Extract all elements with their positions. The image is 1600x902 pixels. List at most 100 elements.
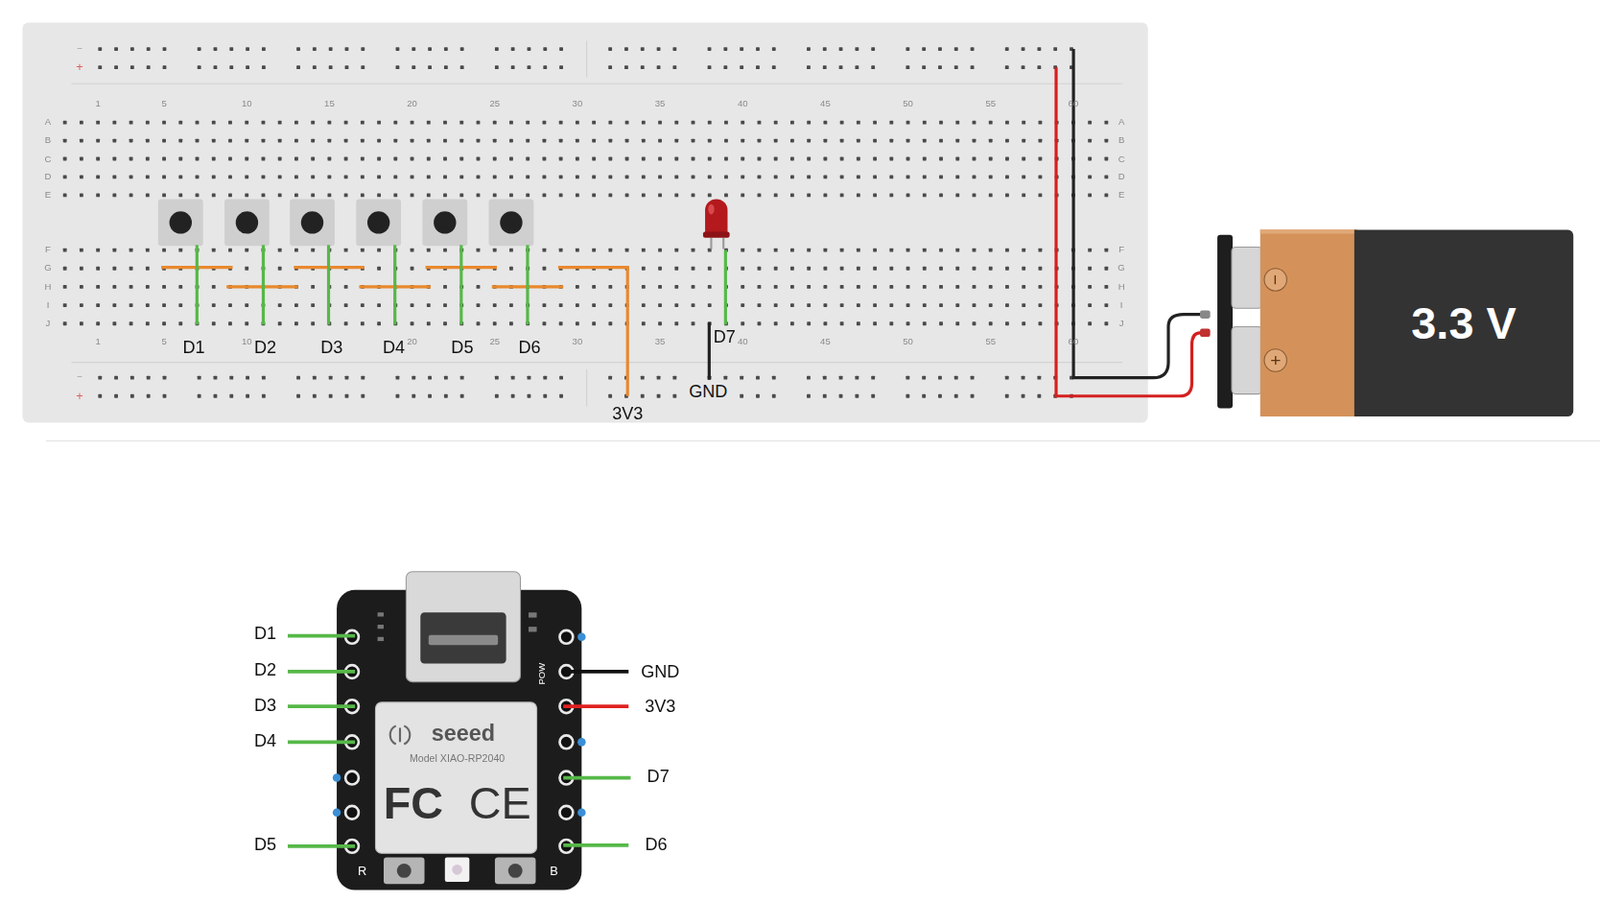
breadboard-hole: [95, 321, 100, 326]
breadboard-hole: [97, 394, 102, 399]
breadboard-hole: [774, 192, 778, 197]
breadboard-hole: [63, 120, 68, 125]
breadboard-hole: [426, 303, 431, 307]
rect-shape: [1231, 246, 1263, 308]
row-letter: A: [1118, 117, 1125, 128]
breadboard-hole: [691, 157, 696, 162]
breadboard-hole: [345, 65, 350, 70]
column-number: 20: [406, 337, 418, 348]
breadboard-hole: [426, 139, 431, 143]
breadboard-hole: [112, 266, 117, 271]
breadboard-hole: [95, 120, 100, 125]
breadboard-hole: [1005, 175, 1010, 180]
breadboard-hole: [1036, 47, 1041, 51]
breadboard-hole: [872, 139, 877, 143]
breadboard-hole: [476, 139, 481, 143]
breadboard-hole: [130, 376, 135, 380]
breadboard-hole: [542, 303, 547, 307]
breadboard-hole: [1005, 139, 1010, 143]
path-shape: [403, 725, 410, 744]
breadboard-hole: [658, 175, 662, 180]
breadboard-hole: [278, 157, 283, 162]
breadboard-hole: [294, 248, 299, 253]
breadboard-hole: [525, 139, 530, 143]
breadboard-hole: [195, 192, 200, 197]
breadboard-hole: [1038, 303, 1043, 307]
breadboard-hole: [245, 65, 250, 70]
breadboard-hole: [840, 284, 845, 289]
breadboard-hole: [145, 192, 150, 197]
breadboard-hole: [1038, 175, 1043, 180]
breadboard-hole: [823, 120, 827, 125]
breadboard-hole: [542, 120, 547, 125]
row-letter: J: [1119, 318, 1125, 329]
breadboard-hole: [806, 192, 811, 197]
circle-shape: [345, 771, 359, 785]
breadboard-hole: [360, 303, 365, 307]
breadboard-hole: [245, 376, 250, 380]
breadboard-hole: [672, 47, 677, 51]
breadboard-hole: [988, 248, 993, 253]
breadboard-hole: [509, 192, 514, 197]
breadboard-hole: [559, 47, 564, 51]
breadboard-hole: [658, 248, 662, 253]
breadboard-hole: [1021, 157, 1026, 162]
rect-shape: [1200, 309, 1211, 319]
breadboard-hole: [1021, 394, 1026, 399]
breadboard-hole: [691, 266, 696, 271]
breadboard-hole: [511, 47, 516, 51]
rect-shape: [377, 636, 384, 641]
breadboard-hole: [823, 157, 827, 162]
breadboard-hole: [988, 321, 993, 326]
breadboard-hole: [658, 321, 662, 326]
breadboard-hole: [872, 192, 877, 197]
breadboard-hole: [444, 376, 448, 380]
breadboard-hole: [145, 266, 150, 271]
board-marking: B: [549, 864, 559, 877]
breadboard-hole: [163, 376, 167, 380]
breadboard-hole: [476, 284, 481, 289]
breadboard-hole: [823, 266, 827, 271]
breadboard-hole: [922, 284, 927, 289]
rect-shape: [1200, 329, 1211, 338]
breadboard-hole: [922, 192, 927, 197]
breadboard-hole: [411, 65, 416, 70]
pin-label: D5: [254, 835, 277, 853]
breadboard-hole: [1005, 376, 1010, 380]
breadboard-hole: [162, 192, 166, 197]
breadboard-hole: [344, 321, 349, 326]
row-letter: E: [1118, 190, 1125, 201]
breadboard-hole: [640, 376, 645, 380]
pin-label: D5: [450, 338, 473, 356]
breadboard-hole: [707, 303, 712, 307]
circle-shape: [332, 808, 342, 818]
breadboard-hole: [575, 192, 580, 197]
rail-sign: +: [75, 61, 83, 74]
breadboard-hole: [691, 139, 696, 143]
breadboard-hole: [1021, 47, 1026, 51]
line-shape: [287, 634, 355, 638]
breadboard-hole: [840, 120, 845, 125]
line-shape: [287, 669, 355, 674]
separator-line: [46, 440, 1600, 442]
breadboard-hole: [112, 248, 117, 253]
breadboard-hole: [889, 157, 894, 162]
board-marking: seeed: [431, 722, 495, 745]
breadboard-hole: [739, 394, 744, 399]
breadboard-hole: [1036, 376, 1041, 380]
breadboard-hole: [691, 120, 696, 125]
breadboard-hole: [906, 321, 911, 326]
breadboard-hole: [939, 248, 943, 253]
breadboard-hole: [955, 303, 960, 307]
breadboard-hole: [146, 376, 151, 380]
breadboard-hole: [426, 120, 431, 125]
breadboard-hole: [740, 266, 745, 271]
breadboard-hole: [854, 376, 859, 380]
line-shape: [459, 244, 463, 325]
breadboard-hole: [774, 248, 778, 253]
breadboard-hole: [658, 139, 662, 143]
breadboard-hole: [459, 175, 464, 180]
breadboard-hole: [739, 376, 744, 380]
breadboard-hole: [740, 157, 745, 162]
breadboard-hole: [360, 65, 365, 70]
